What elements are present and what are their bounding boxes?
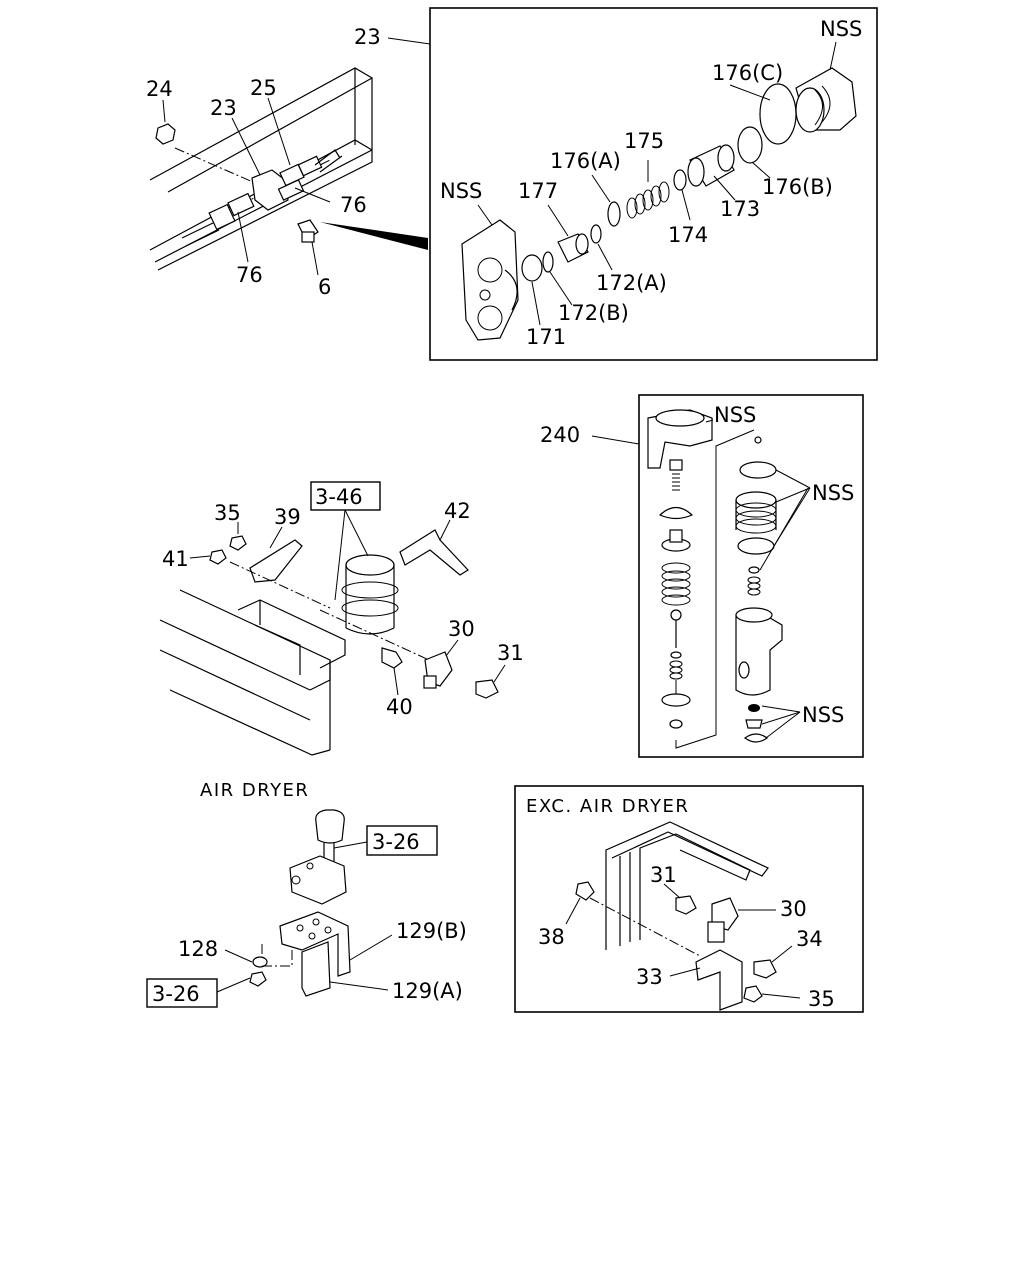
label-129b: 129(B) [396,919,467,943]
label-76-left: 76 [236,263,263,287]
label-nss-kit-1: NSS [714,403,756,427]
part-174 [673,169,687,191]
air-dryer-mounting: 3-46 35 39 41 42 30 31 40 [159,481,524,756]
part-176c [759,83,797,145]
bracket-129a [301,941,331,997]
caption-exc-air-dryer: EXC. AIR DRYER [526,796,689,817]
part-176b [737,126,763,164]
valve-body-23 [251,169,289,211]
label-176c: 176(C) [712,61,783,85]
nut-35 [229,535,247,551]
label-34: 34 [796,927,823,951]
label-172a: 172(A) [596,271,667,295]
caption-air-dryer: AIR DRYER [200,780,309,801]
inset-valve-exploded: 23 [354,7,878,361]
nut-3-26 [249,971,267,987]
part-172b [542,251,554,273]
label-30: 30 [448,617,475,641]
label-171: 171 [526,325,566,349]
ref-box-3-46 [310,481,381,511]
label-nss-kit-3: NSS [802,703,844,727]
top-left-valve-group: 24 23 25 76 76 6 [146,67,428,299]
inset-frame-exc-air-dryer [514,785,864,1013]
label-172b: 172(B) [558,301,629,325]
kit-left-stack [658,459,694,729]
label-25: 25 [250,76,277,100]
fitting-76-left [227,192,255,217]
part-175-spring [626,181,670,219]
inset-frame-240 [638,394,864,758]
label-ref-3-26-top: 3-26 [372,830,420,854]
lever-knob [315,809,345,844]
label-39: 39 [274,505,301,529]
label-33: 33 [636,965,663,989]
label-176b: 176(B) [762,175,833,199]
label-ref-3-46: 3-46 [315,485,363,509]
kit-housing [735,614,783,696]
hand-valve-group: AIR DRYER 3-26 3-26 128 129(B) 12 [146,780,467,1008]
label-240: 240 [540,423,580,447]
label-31-exc: 31 [650,863,677,887]
bolt-31-exc [675,895,697,915]
label-31: 31 [497,641,524,665]
washer-128 [252,956,268,968]
label-24: 24 [146,77,173,101]
label-nss-top: NSS [820,17,862,41]
label-41: 41 [162,547,189,571]
label-35: 35 [214,501,241,525]
label-38: 38 [538,925,565,949]
label-nss-kit-2: NSS [812,481,854,505]
label-30-exc: 30 [780,897,807,921]
air-dryer-canister [341,554,399,635]
inset-dryer-kit: 240 [540,394,864,758]
label-129a: 129(A) [392,979,463,1003]
label-40: 40 [386,695,413,719]
label-23: 23 [210,96,237,120]
bolt-31 [475,679,499,699]
label-177: 177 [518,179,558,203]
bolt-34 [753,959,777,979]
label-23-inset: 23 [354,25,381,49]
part-176a [607,201,621,227]
label-ref-3-26-bottom: 3-26 [152,982,200,1006]
ref-box-3-26-top [366,825,438,856]
nut-35-exc [743,985,763,1003]
pointer-arrow [320,222,428,250]
part-172a [590,224,602,244]
label-128: 128 [178,937,218,961]
nut-41 [209,549,227,565]
ref-box-3-26-bottom [146,978,218,1008]
hand-valve-body [289,855,347,905]
inset-exc-air-dryer: EXC. AIR DRYER 31 30 38 34 33 35 [514,785,864,1013]
label-nss-left: NSS [440,179,482,203]
inset-frame-23 [429,7,878,361]
bracket-42 [399,529,469,576]
label-174: 174 [668,223,708,247]
label-42: 42 [444,499,471,523]
bolt-40 [381,647,403,669]
bracket-39 [249,539,303,583]
bracket-33 [695,949,743,1011]
label-173: 173 [720,197,760,221]
label-35-exc: 35 [808,987,835,1011]
label-176a: 176(A) [550,149,621,173]
kit-right-stack [735,436,783,743]
fitting-76-right [277,179,305,201]
label-175: 175 [624,129,664,153]
part-171 [521,254,543,282]
valve-body-nss [461,219,519,341]
label-76-right: 76 [340,193,367,217]
label-6: 6 [318,275,331,299]
nut-24 [155,123,176,145]
nut-38 [575,881,595,901]
